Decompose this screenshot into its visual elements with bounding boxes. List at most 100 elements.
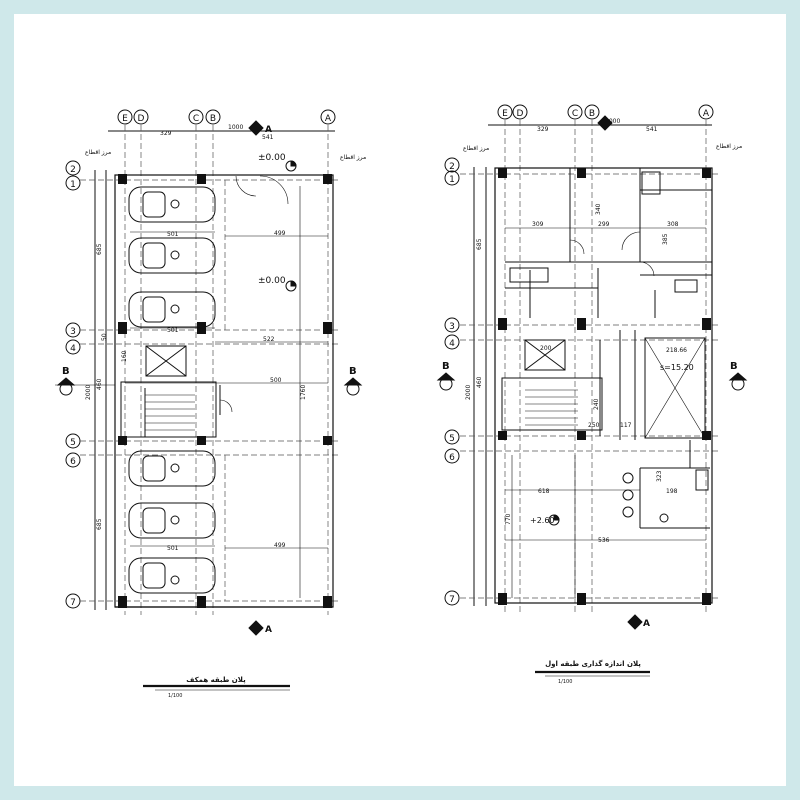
level-text: ±0.00 <box>258 276 286 286</box>
grid-label-6: 6 <box>70 457 76 467</box>
section-marker-left: B <box>55 366 115 396</box>
dim-text: 501 <box>167 231 179 238</box>
grid-lines <box>460 120 718 612</box>
columns <box>118 174 332 608</box>
property-line-note-2: مرز اقطاع <box>85 149 111 156</box>
dim-text: 618 <box>538 488 550 495</box>
grid-label-4: 4 <box>70 344 76 354</box>
dim-329: 329 <box>537 126 549 133</box>
dim-1000: 1000 <box>228 124 243 131</box>
dim-text: 323 <box>656 470 663 482</box>
dim-text: 500 <box>270 377 282 384</box>
plan-caption: پلان طبقه همکف <box>186 676 246 684</box>
dim-541: 541 <box>646 126 658 133</box>
grid-label-A: A <box>325 114 332 124</box>
dim-541: 541 <box>262 134 274 141</box>
dim-text: 685 <box>96 243 103 255</box>
section-label: B <box>62 366 70 377</box>
grid-label-C: C <box>193 114 199 124</box>
parking-lower <box>128 450 216 594</box>
level-text: s=15.20 <box>660 363 694 372</box>
dim-text: 117 <box>620 422 632 429</box>
grid-label-6: 6 <box>449 453 455 463</box>
grid-label-3: 3 <box>449 322 455 332</box>
dim-text: 309 <box>532 221 544 228</box>
dim-text: 2000 <box>85 385 92 400</box>
dim-text: 685 <box>96 518 103 530</box>
stair-core <box>120 345 217 438</box>
parking-upper <box>128 186 216 328</box>
grid-label-D: D <box>517 109 524 119</box>
car-icon <box>128 502 216 539</box>
section-label: B <box>730 361 738 372</box>
property-line-note: مرز اقطاع <box>340 154 366 161</box>
section-marker-left: B <box>436 361 456 391</box>
ground-floor-plan: E D C B A 329 1000 541 مرز اقطاع مرز اقط… <box>55 109 366 699</box>
dim-text: 2000 <box>465 385 472 400</box>
dim-text: 770 <box>505 513 512 525</box>
grid-label-B: B <box>210 114 216 124</box>
columns <box>498 168 711 605</box>
grid-bubbles-side: 2 1 3 4 5 6 7 <box>444 157 460 606</box>
grid-label-4: 4 <box>449 339 455 349</box>
level-marker: +2.60 <box>530 514 560 526</box>
grid-label-7: 7 <box>70 598 76 608</box>
grid-label-3: 3 <box>70 327 76 337</box>
level-text: +2.60 <box>530 516 555 525</box>
grid-lines <box>80 125 340 615</box>
grid-label-E: E <box>122 114 128 124</box>
section-marker-right: B <box>728 361 748 391</box>
section-marker-right: B <box>343 366 363 396</box>
dim-text: 200 <box>540 345 552 352</box>
car-icon <box>128 557 216 594</box>
car-icon <box>128 186 216 223</box>
dim-text: 250 <box>588 422 600 429</box>
grid-label-1: 1 <box>70 180 76 190</box>
dim-1000: 1000 <box>605 118 620 125</box>
dim-text: 240 <box>593 398 600 410</box>
car-icon <box>128 291 216 328</box>
section-label: B <box>442 361 450 372</box>
plan-scale: 1/100 <box>558 679 572 685</box>
upper-rooms <box>505 168 712 318</box>
grid-label-7: 7 <box>449 595 455 605</box>
view-marker-top <box>597 115 613 131</box>
property-line-note: مرز اقطاع <box>716 143 742 150</box>
dim-text: 536 <box>598 537 610 544</box>
view-marker-bottom: A <box>248 620 272 636</box>
section-label: B <box>349 366 357 377</box>
kitchen-counter <box>622 440 710 529</box>
plan-caption: پلان اندازه گذاری طبقه اول <box>545 659 641 668</box>
grid-label-C: C <box>572 109 578 119</box>
dim-text: 685 <box>476 238 483 250</box>
dim-text: 501 <box>167 327 179 334</box>
car-icon <box>128 450 216 487</box>
view-marker-top: A <box>248 120 272 136</box>
grid-label-2: 2 <box>70 165 76 175</box>
grid-label-A: A <box>703 109 710 119</box>
first-floor-plan: E D C B A 329 1000 541 مرز اقطاع مرز اقط… <box>436 104 748 685</box>
dim-text: 1760 <box>300 385 307 400</box>
void-area <box>619 330 706 440</box>
property-line-note-2: مرز اقطاع <box>463 145 489 152</box>
dim-text: 522 <box>263 336 275 343</box>
plan-scale: 1/100 <box>168 693 182 699</box>
grid-bubbles-top: E D C B A <box>117 109 336 125</box>
dim-text: 499 <box>274 230 286 237</box>
grid-label-5: 5 <box>449 434 455 444</box>
car-icon <box>128 237 216 274</box>
dim-text: 299 <box>598 221 610 228</box>
dim-329: 329 <box>160 130 172 137</box>
dim-text: 198 <box>666 488 678 495</box>
dim-text: 501 <box>167 545 179 552</box>
grid-label-1: 1 <box>449 175 455 185</box>
view-label: A <box>643 619 650 629</box>
view-marker-bottom: A <box>627 614 650 630</box>
dim-text: 385 <box>662 233 669 245</box>
grid-label-B: B <box>589 109 595 119</box>
dim-text: 308 <box>667 221 679 228</box>
level-text: ±0.00 <box>258 153 286 163</box>
view-label: A <box>265 125 272 135</box>
grid-label-2: 2 <box>449 162 455 172</box>
